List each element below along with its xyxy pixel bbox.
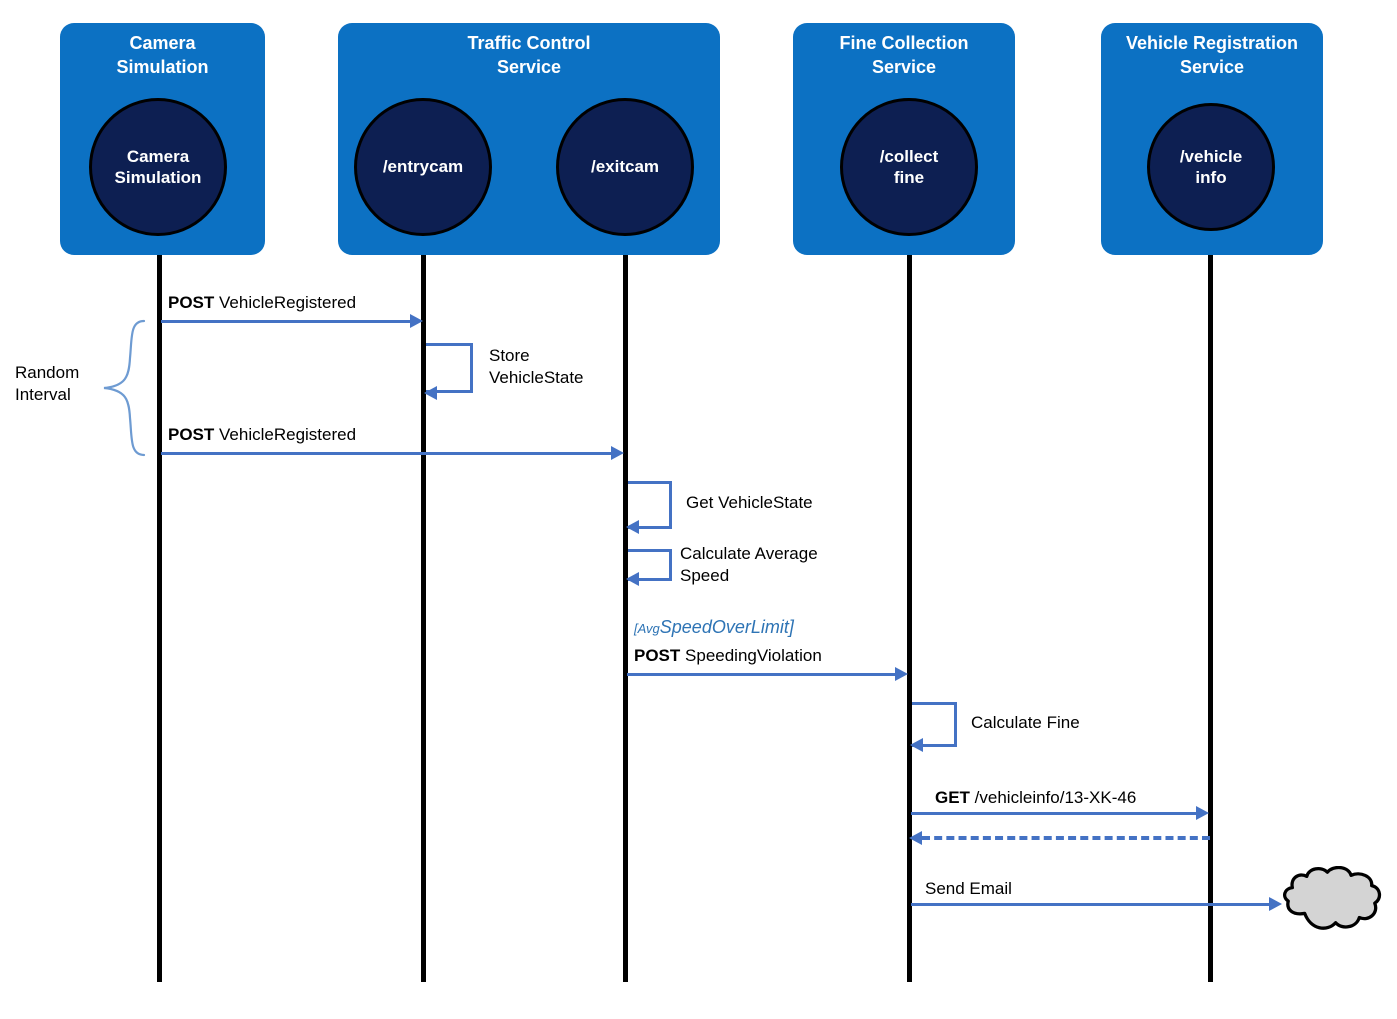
- self-loop-store-vehiclestate: [426, 343, 473, 393]
- message-label-get-vehiclestate: Get VehicleState: [686, 492, 813, 514]
- service-title-vehicle-registration-service: Vehicle Registration Service: [1125, 33, 1299, 78]
- arrow-post-vehicleregistered-entry: [161, 320, 411, 323]
- message-text-calculate-fine: Calculate Fine: [971, 713, 1080, 732]
- endpoint-label-exitcam: /exitcam: [590, 157, 660, 177]
- guard-avg-speed-over-limit: [AvgSpeedOverLimit]: [634, 617, 794, 638]
- guard-large-text: SpeedOverLimit]: [659, 617, 794, 637]
- annotation-random-interval-text: Random Interval: [15, 363, 80, 405]
- service-title-traffic-control-service: Traffic Control Service: [467, 33, 591, 78]
- arrow-head-post-speedingviolation: [895, 667, 908, 681]
- service-title-fine-collection-service: Fine Collection Service: [839, 33, 969, 78]
- lifeline-camera-simulation: [157, 160, 162, 982]
- endpoint-label-collectfine: /collect fine: [879, 146, 939, 187]
- arrow-vehicleinfo-return: [922, 836, 1210, 840]
- guard-small-text: [Avg: [634, 621, 660, 636]
- arrow-head-get-vehicleinfo: [1196, 806, 1209, 820]
- message-text-get-vehicleinfo: /vehicleinfo/13-XK-46: [969, 788, 1137, 807]
- lifeline-vehicleinfo: [1208, 160, 1213, 982]
- arrow-head-vehicleinfo-return: [909, 831, 922, 845]
- arrow-head-calculate-fine: [910, 738, 923, 752]
- message-label-post-speedingviolation: POST SpeedingViolation: [634, 645, 822, 667]
- annotation-random-interval: Random Interval: [15, 362, 79, 406]
- message-label-store-vehiclestate: Store VehicleState: [489, 345, 584, 389]
- message-verb-post-3: POST: [634, 646, 681, 665]
- arrow-head-get-vehiclestate: [626, 520, 639, 534]
- message-text-store-vehiclestate: Store VehicleState: [489, 346, 584, 388]
- message-verb-post-1: POST: [168, 293, 215, 312]
- arrow-post-vehicleregistered-exit: [161, 452, 613, 455]
- self-loop-get-vehiclestate: [628, 481, 672, 529]
- lifeline-entrycam: [421, 160, 426, 982]
- message-text-get-vehiclestate: Get VehicleState: [686, 493, 813, 512]
- message-text-post-2: VehicleRegistered: [214, 425, 357, 444]
- message-text-send-email: Send Email: [925, 879, 1012, 898]
- self-loop-calculate-average-speed: [628, 549, 672, 581]
- message-label-send-email: Send Email: [925, 878, 1012, 900]
- message-label-post-vehicleregistered-exit: POST VehicleRegistered: [168, 424, 356, 446]
- service-title-camera-simulation: Camera Simulation: [116, 33, 209, 78]
- arrow-head-send-email: [1269, 897, 1282, 911]
- endpoint-vehicleinfo[interactable]: /vehicle info: [1147, 103, 1275, 231]
- message-verb-get: GET: [935, 788, 970, 807]
- self-loop-calculate-fine: [912, 702, 957, 747]
- message-text-post-1: VehicleRegistered: [214, 293, 357, 312]
- message-text-post-3: SpeedingViolation: [680, 646, 822, 665]
- message-label-get-vehicleinfo: GET /vehicleinfo/13-XK-46: [935, 787, 1136, 809]
- message-label-calculate-average-speed: Calculate Average Speed: [680, 543, 818, 587]
- endpoint-entrycam[interactable]: /entrycam: [354, 98, 492, 236]
- message-verb-post-2: POST: [168, 425, 215, 444]
- random-interval-brace: [103, 319, 146, 457]
- endpoint-camera-simulation[interactable]: Camera Simulation: [89, 98, 227, 236]
- arrow-get-vehicleinfo: [911, 812, 1198, 815]
- arrow-head-post-vehicleregistered-exit: [611, 446, 624, 460]
- email-cloud-icon: [1283, 866, 1382, 930]
- endpoint-label-entrycam: /entrycam: [382, 157, 464, 177]
- message-label-post-vehicleregistered-entry: POST VehicleRegistered: [168, 292, 356, 314]
- endpoint-label-vehicleinfo: /vehicle info: [1179, 146, 1243, 187]
- message-text-calculate-average-speed: Calculate Average Speed: [680, 544, 818, 586]
- arrow-head-store-vehiclestate: [424, 386, 437, 400]
- lifeline-collectfine: [907, 160, 912, 982]
- arrow-post-speedingviolation: [627, 673, 897, 676]
- message-label-calculate-fine: Calculate Fine: [971, 712, 1080, 734]
- endpoint-label-camera-simulation: Camera Simulation: [114, 146, 202, 187]
- endpoint-exitcam[interactable]: /exitcam: [556, 98, 694, 236]
- endpoint-collectfine[interactable]: /collect fine: [840, 98, 978, 236]
- arrow-head-calculate-average-speed: [626, 572, 639, 586]
- arrow-head-post-vehicleregistered-entry: [410, 314, 423, 328]
- lifeline-exitcam: [623, 160, 628, 982]
- arrow-send-email: [911, 903, 1271, 906]
